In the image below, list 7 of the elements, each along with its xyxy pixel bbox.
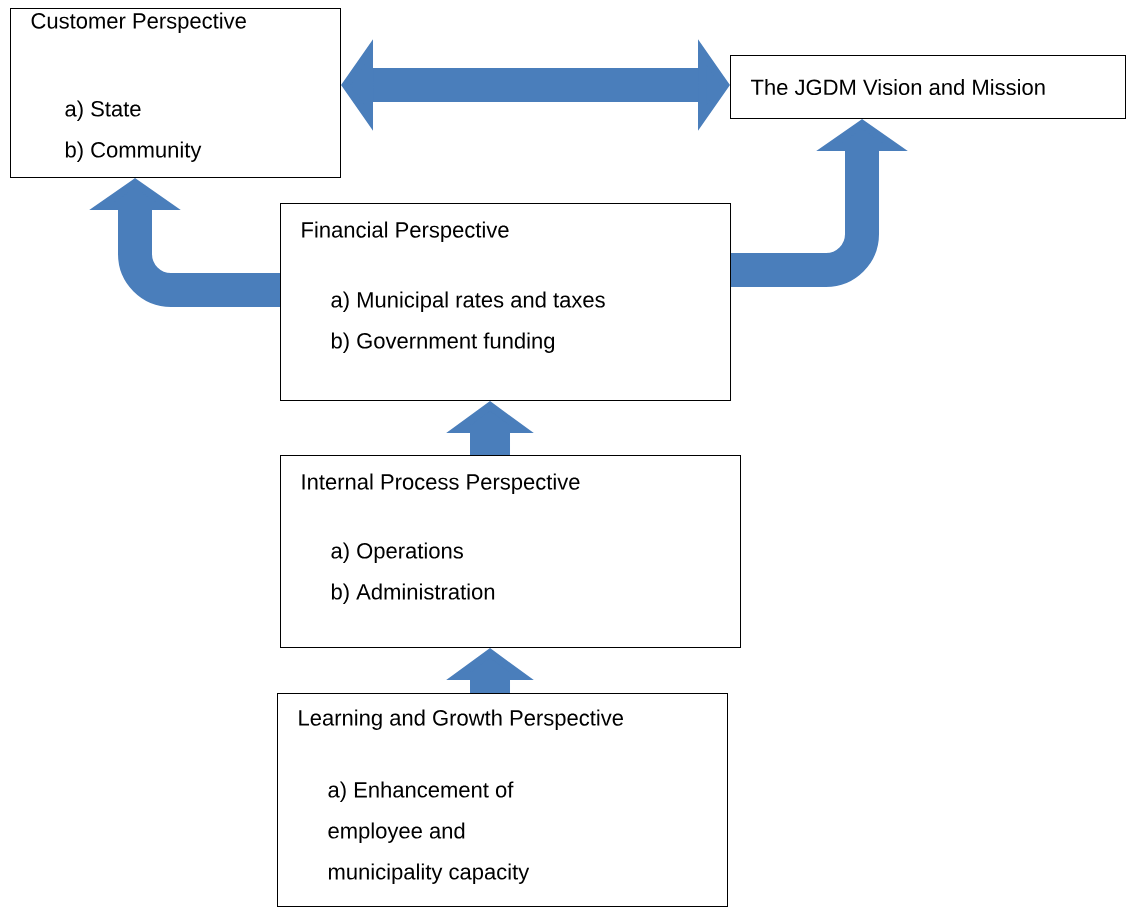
text-box: Learning and Growth Perspective a) Enhancement of employee and municipality capacity [277,693,728,907]
text-box: Internal Process Perspective a) Operations b) Administration [280,455,741,648]
text-box: Customer Perspective a) State b) Community [10,8,341,178]
block-arrow [341,39,730,131]
text-box: Financial Perspective a) Municipal rates and taxes b) Government funding [280,203,731,401]
block-arrow [89,178,280,307]
text-box: The JGDM Vision and Mission [730,55,1126,119]
